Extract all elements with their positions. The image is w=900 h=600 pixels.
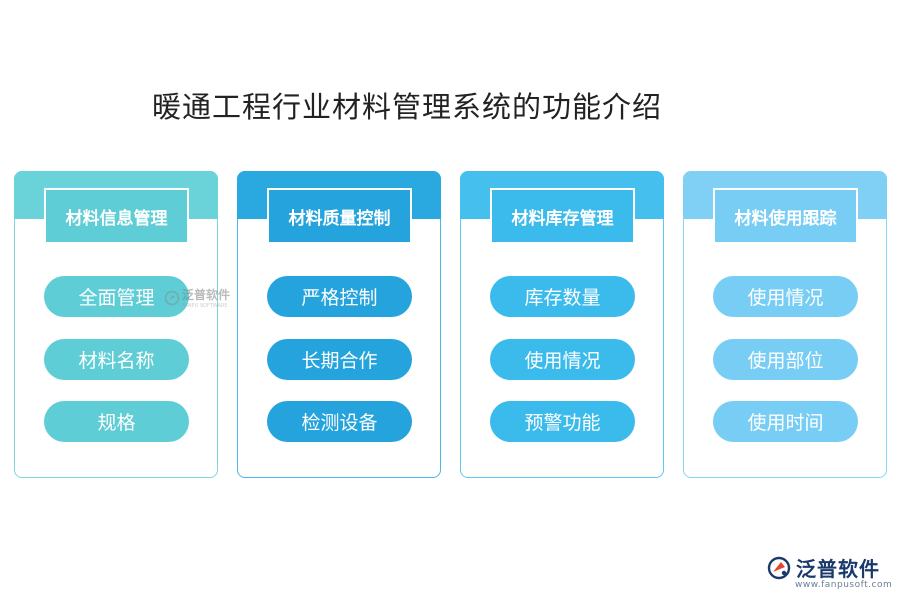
feature-pill: 使用部位 — [713, 339, 858, 380]
feature-pill: 使用情况 — [713, 276, 858, 317]
feature-pill: 预警功能 — [490, 401, 635, 442]
logo-name: 泛普软件 — [796, 557, 880, 581]
column-card-quality-control: 材料质量控制 严格控制 长期合作 检测设备 — [237, 171, 441, 478]
feature-pill: 长期合作 — [267, 339, 412, 380]
brand-logo: 泛普软件 — [766, 553, 880, 582]
column-card-material-info: 材料信息管理 全面管理 材料名称 规格 — [14, 171, 218, 478]
fanpu-logo-icon — [767, 556, 791, 579]
column-header: 材料库存管理 — [490, 188, 635, 244]
column-header: 材料质量控制 — [267, 188, 412, 244]
page-title: 暖通工程行业材料管理系统的功能介绍 — [152, 90, 663, 124]
watermark-name: 泛普软件 — [182, 288, 231, 302]
feature-pill: 检测设备 — [267, 401, 412, 442]
feature-pill: 材料名称 — [44, 339, 189, 380]
feature-pill: 使用时间 — [713, 401, 858, 442]
logo-url: www.fanpusoft.com — [795, 580, 893, 590]
column-card-usage-tracking: 材料使用跟踪 使用情况 使用部位 使用时间 — [683, 171, 887, 478]
watermark-sub: FANPU SOFTWARE — [182, 303, 228, 309]
feature-pill: 库存数量 — [490, 276, 635, 317]
watermark: 泛普软件 FANPU SOFTWARE — [164, 286, 230, 309]
feature-pill: 严格控制 — [267, 276, 412, 317]
column-card-inventory: 材料库存管理 库存数量 使用情况 预警功能 — [460, 171, 664, 478]
brand-mark-icon — [164, 290, 180, 305]
feature-pill: 规格 — [44, 401, 189, 442]
column-header: 材料使用跟踪 — [713, 188, 858, 244]
feature-pill: 使用情况 — [490, 339, 635, 380]
column-header: 材料信息管理 — [44, 188, 189, 244]
